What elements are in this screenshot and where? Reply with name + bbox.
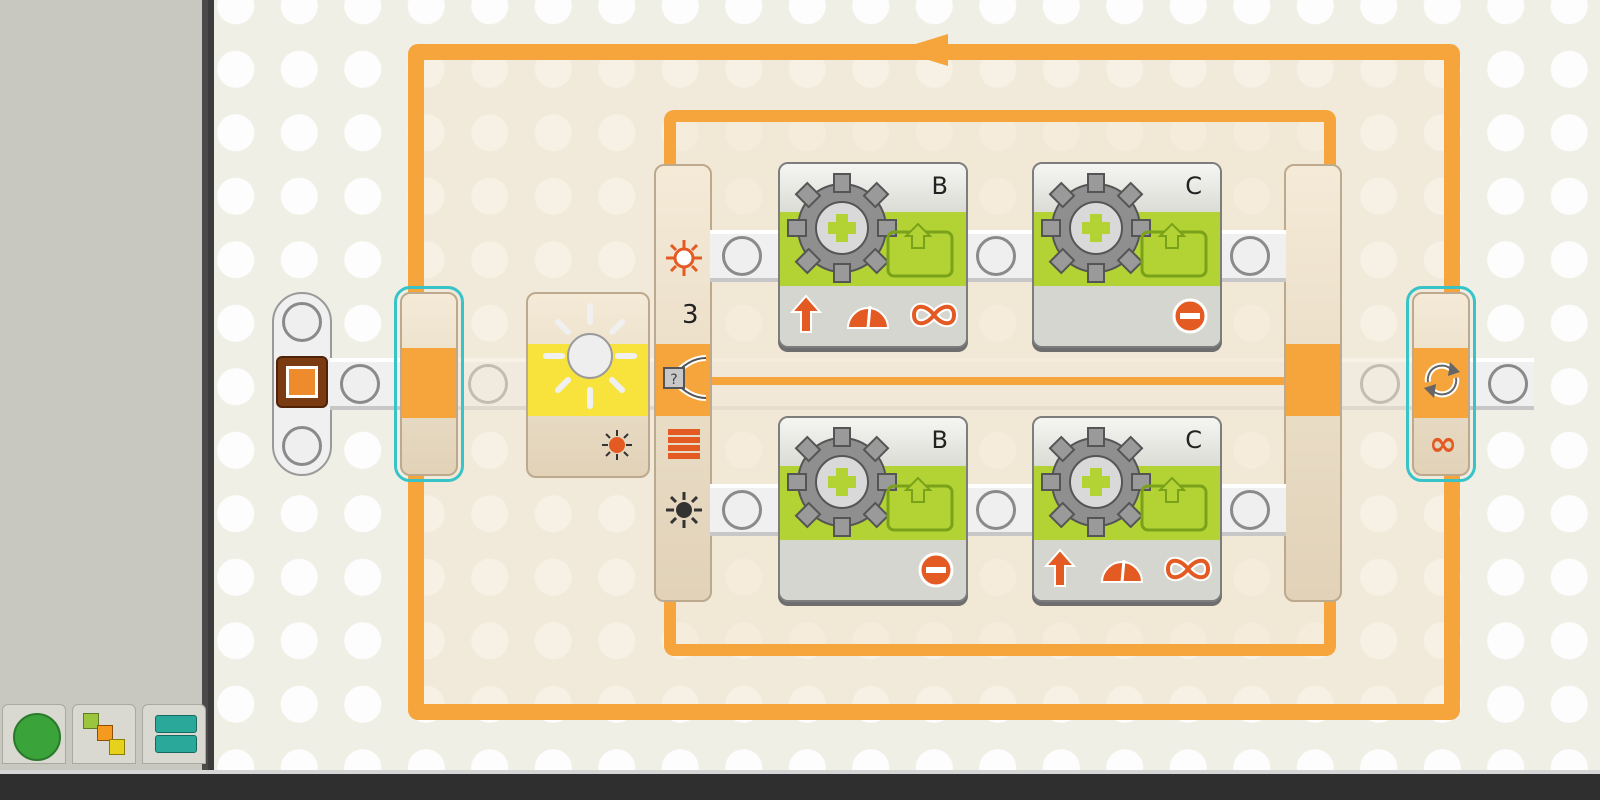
tab-common-palette[interactable]	[2, 704, 66, 764]
beam-hole	[722, 490, 762, 530]
port-arrow-icon	[1138, 222, 1210, 278]
beam-hole	[722, 236, 762, 276]
beam-hole	[340, 364, 380, 404]
start-point[interactable]	[272, 292, 332, 476]
switch-right-connector[interactable]	[1284, 164, 1342, 602]
custom-blocks-icon	[155, 715, 197, 753]
direction-up-icon	[1043, 548, 1077, 588]
green-circle-icon	[13, 713, 61, 761]
power-icon	[844, 300, 892, 332]
motor-port-label: C	[1185, 426, 1202, 454]
status-bar	[0, 770, 1600, 800]
loop-direction-arrow-icon	[896, 34, 948, 66]
light-bright-icon	[664, 238, 704, 278]
start-slot-hole	[282, 302, 322, 342]
motor-port-label: B	[931, 426, 948, 454]
motor-block-upper-b[interactable]: B	[778, 162, 968, 348]
beam-hole	[976, 490, 1016, 530]
switch-decision-icon: ?	[660, 348, 710, 408]
motor-port-label: B	[931, 172, 948, 200]
left-palette-panel	[0, 0, 208, 770]
tab-complete-palette[interactable]	[72, 704, 136, 764]
motor-block-upper-c[interactable]: C	[1032, 162, 1222, 348]
switch-sensor-port: 3	[682, 300, 699, 330]
switch-left-connector[interactable]: 3 ?	[654, 164, 712, 602]
beam-hole	[1230, 236, 1270, 276]
port-arrow-icon	[884, 222, 956, 278]
light-sensor-icon	[538, 300, 642, 410]
loop-end-connector[interactable]: ∞	[1406, 286, 1476, 482]
motor-block-lower-b[interactable]: B	[778, 416, 968, 602]
gear-icon	[1038, 170, 1154, 286]
direction-up-icon	[789, 294, 823, 334]
loop-start-connector[interactable]	[394, 286, 464, 482]
power-icon	[1098, 554, 1146, 586]
motor-block-lower-c[interactable]: C	[1032, 416, 1222, 602]
stop-icon	[1172, 298, 1208, 334]
beam-hole	[1488, 364, 1528, 404]
port-arrow-icon	[1138, 476, 1210, 532]
duration-unlimited-icon	[909, 300, 959, 330]
loop-forever-icon	[1418, 356, 1466, 404]
svg-text:?: ?	[670, 372, 677, 388]
gear-icon	[784, 424, 900, 540]
tab-custom-palette[interactable]	[142, 704, 206, 764]
light-sensor-block[interactable]	[526, 292, 650, 478]
switch-divider	[710, 377, 1284, 385]
stop-icon	[918, 552, 954, 588]
light-bright-small-icon	[600, 428, 634, 462]
gear-icon	[784, 170, 900, 286]
beam-hole	[1230, 490, 1270, 530]
gear-icon	[1038, 424, 1154, 540]
duration-unlimited-icon	[1163, 554, 1213, 584]
beam-hole	[976, 236, 1016, 276]
loop-infinity-label: ∞	[1428, 424, 1458, 464]
motor-port-label: C	[1185, 172, 1202, 200]
switch-list-icon	[668, 428, 700, 460]
blocks-icon	[83, 713, 127, 757]
start-icon	[276, 356, 328, 408]
start-slot-hole	[282, 426, 322, 466]
light-dark-icon	[664, 490, 704, 530]
port-arrow-icon	[884, 476, 956, 532]
palette-tabs	[0, 700, 208, 770]
program-canvas[interactable]: ∞	[214, 0, 1600, 770]
